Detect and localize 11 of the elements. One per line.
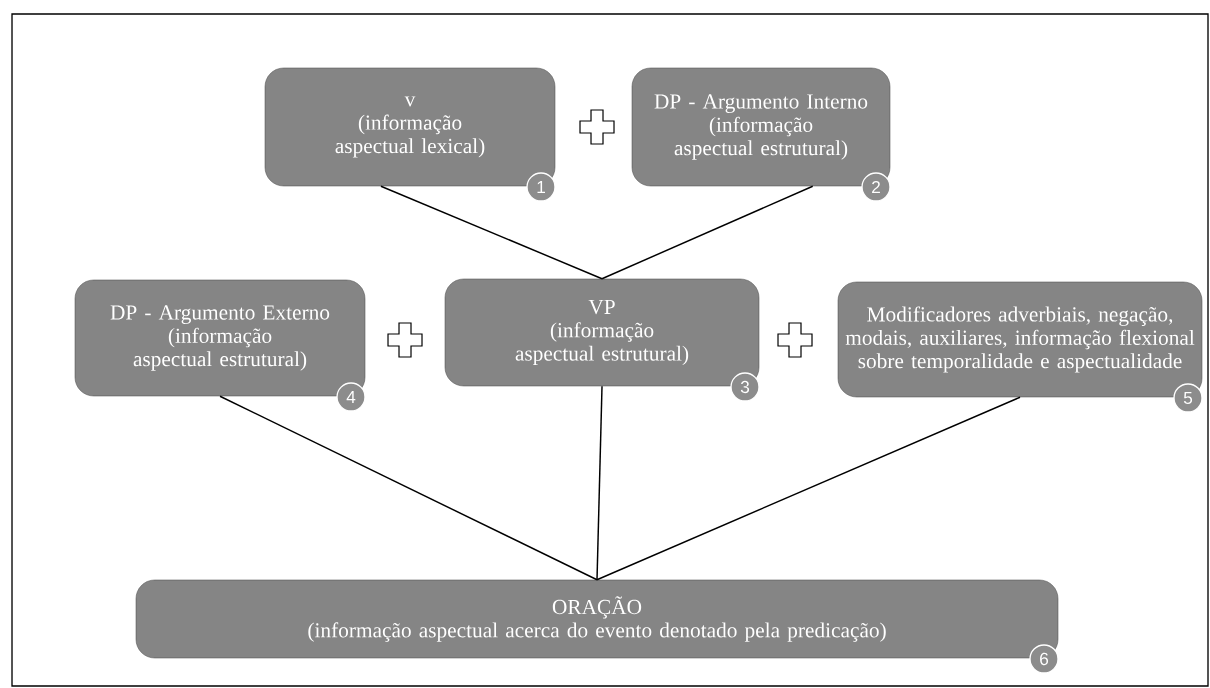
connector-line — [601, 185, 814, 280]
number-badge: 5 — [1173, 383, 1203, 413]
connector-line — [380, 185, 603, 280]
number-badge: 2 — [861, 172, 891, 202]
connector-line — [596, 396, 1021, 581]
number-badge: 1 — [526, 172, 556, 202]
number-badge: 6 — [1029, 644, 1059, 674]
number-badge: 4 — [336, 382, 366, 412]
connector-line — [596, 385, 603, 581]
number-badge: 3 — [730, 372, 760, 402]
connector-line — [219, 395, 598, 581]
